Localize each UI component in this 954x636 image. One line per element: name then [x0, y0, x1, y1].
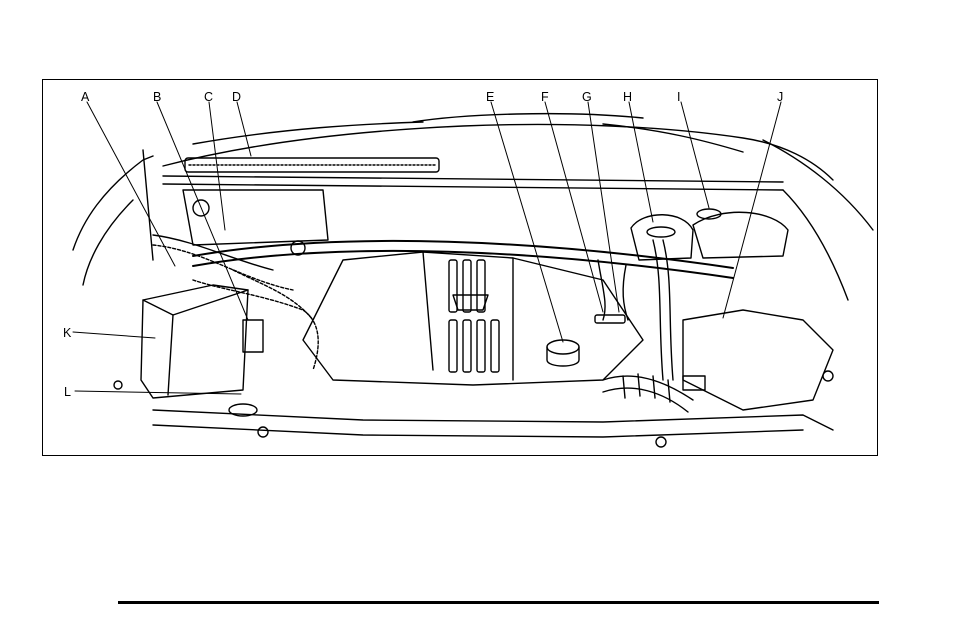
- callout-k: K: [63, 326, 72, 340]
- hood-latch-bolt-r: [656, 437, 666, 447]
- wire-harness-c: [193, 280, 318, 370]
- left-bolt: [114, 381, 122, 389]
- callout-c: C: [204, 90, 213, 104]
- callout-e: E: [486, 90, 494, 104]
- right-bolt: [823, 371, 833, 381]
- hood-latch-bolt-l: [258, 427, 268, 437]
- page-footer-rule: [118, 601, 879, 604]
- callout-l: L: [64, 385, 71, 399]
- hood-rear-edge: [603, 124, 743, 152]
- right-fender-inner: [783, 190, 848, 300]
- hood-crease: [193, 122, 423, 144]
- brake-fluid-cap: [647, 227, 675, 237]
- right-hose: [653, 240, 663, 380]
- engine-compartment-figure: A B C D E F G H I J K L: [42, 79, 878, 456]
- engine-cover-ribs: [449, 260, 499, 372]
- callout-h: H: [623, 90, 632, 104]
- washer-fluid-reservoir: [683, 310, 833, 410]
- callout-b: B: [153, 90, 161, 104]
- engine-compartment-illustration: A B C D E F G H I J K L: [43, 80, 878, 456]
- right-fender-line: [763, 140, 873, 230]
- left-fender-inner: [83, 200, 133, 285]
- left-strut-line: [143, 150, 153, 260]
- callout-f: F: [541, 90, 549, 104]
- washer-connector: [683, 376, 705, 390]
- air-intake-duct: [603, 376, 693, 400]
- callout-a: A: [81, 90, 90, 104]
- cowl-panel-edge: [163, 176, 783, 182]
- callout-g: G: [582, 90, 592, 104]
- callout-j: J: [777, 90, 783, 104]
- fuse-box: [141, 285, 248, 398]
- callout-leaders: [73, 102, 781, 394]
- engine-oil-dipstick: [598, 260, 605, 320]
- callout-i: I: [677, 90, 680, 104]
- callout-d: D: [232, 90, 241, 104]
- wiper-arm: [413, 114, 643, 122]
